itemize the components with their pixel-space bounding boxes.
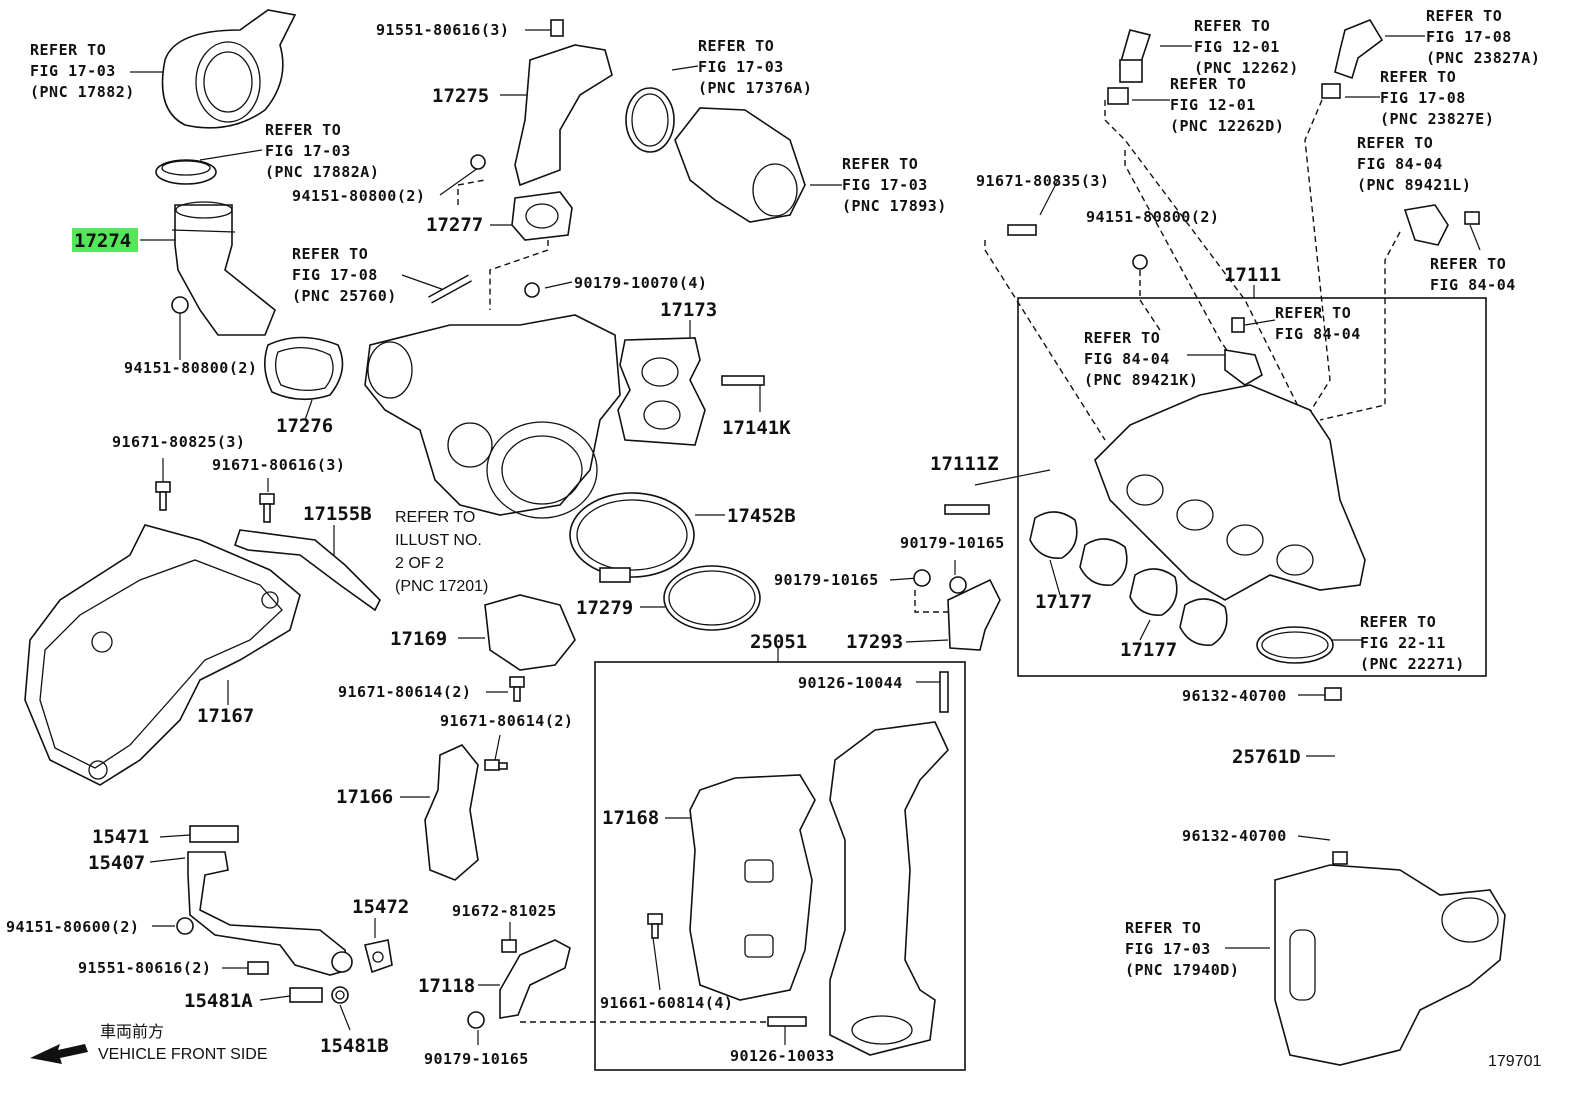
part-15481b-label: 15481B — [320, 1035, 389, 1057]
part-17274-label: 17274 — [74, 230, 131, 252]
part-17111z-label: 17111Z — [930, 453, 999, 475]
part-96132-40700-label-a: 96132-40700 — [1182, 687, 1287, 705]
vehicle-front-label-jp: 車両前方 — [100, 1023, 164, 1041]
part-17173-label: 17173 — [660, 299, 717, 321]
part-91671-80614-label-b: 91671-80614(2) — [440, 712, 573, 730]
part-17276-label: 17276 — [276, 415, 333, 437]
part-91661-60814-label: 91661-60814(4) — [600, 994, 733, 1012]
part-17141k-label: 17141K — [722, 417, 791, 439]
part-15481a-label: 15481A — [184, 990, 253, 1012]
part-17169-label: 17169 — [390, 628, 447, 650]
part-17166-label: 17166 — [336, 786, 393, 808]
part-17277-label: 17277 — [426, 214, 483, 236]
part-25761d-label: 25761D — [1232, 746, 1301, 768]
part-91672-81025-label: 91672-81025 — [452, 902, 557, 920]
part-17279-label: 17279 — [576, 597, 633, 619]
part-91671-80825-label: 91671-80825(3) — [112, 433, 245, 451]
part-90179-10165-label-bottom: 90179-10165 — [424, 1050, 529, 1068]
part-94151-80800-label-c: 94151-80800(2) — [1086, 208, 1219, 226]
part-91671-80616-label-a: 91671-80616(3) — [212, 456, 345, 474]
part-91551-80616-label-b: 91551-80616(2) — [78, 959, 211, 977]
part-17168-label: 17168 — [602, 807, 659, 829]
part-90179-10070-label: 90179-10070(4) — [574, 274, 707, 292]
part-17293-label: 17293 — [846, 631, 903, 653]
leader-lines — [130, 29, 1481, 1045]
part-15472-label: 15472 — [352, 896, 409, 918]
vehicle-front-label-en: VEHICLE FRONT SIDE — [98, 1046, 268, 1063]
part-94151-80800-label-a: 94151-80800(2) — [124, 359, 257, 377]
figure-number: 179701 — [1488, 1053, 1541, 1070]
part-91671-80835-label: 91671-80835(3) — [976, 172, 1109, 190]
part-90179-10165-label-b: 90179-10165 — [774, 571, 879, 589]
part-15471-label: 15471 — [92, 826, 149, 848]
part-94151-80600-label: 94151-80600(2) — [6, 918, 139, 936]
highlight-box — [72, 228, 138, 252]
part-25051-label: 25051 — [750, 631, 807, 653]
part-96132-40700-label-b: 96132-40700 — [1182, 827, 1287, 845]
part-94151-80800-label-b: 94151-80800(2) — [292, 187, 425, 205]
part-17167-label: 17167 — [197, 705, 254, 727]
part-17111-label: 17111 — [1224, 264, 1281, 286]
part-17118-label: 17118 — [418, 975, 475, 997]
part-17452b-label: 17452B — [727, 505, 796, 527]
part-90126-10033-label: 90126-10033 — [730, 1047, 835, 1065]
part-17177-label-b: 17177 — [1120, 639, 1177, 661]
part-15407-label: 15407 — [88, 852, 145, 874]
part-17155b-label: 17155B — [303, 503, 372, 525]
part-17177-label-a: 17177 — [1035, 591, 1092, 613]
part-91551-80616-label-top: 91551-80616(3) — [376, 21, 509, 39]
part-90126-10044-label: 90126-10044 — [798, 674, 903, 692]
part-91671-80614-label-a: 91671-80614(2) — [338, 683, 471, 701]
part-90179-10165-label-a: 90179-10165 — [900, 534, 1005, 552]
part-17275-label: 17275 — [432, 85, 489, 107]
part-drawings — [24, 9, 1506, 1071]
